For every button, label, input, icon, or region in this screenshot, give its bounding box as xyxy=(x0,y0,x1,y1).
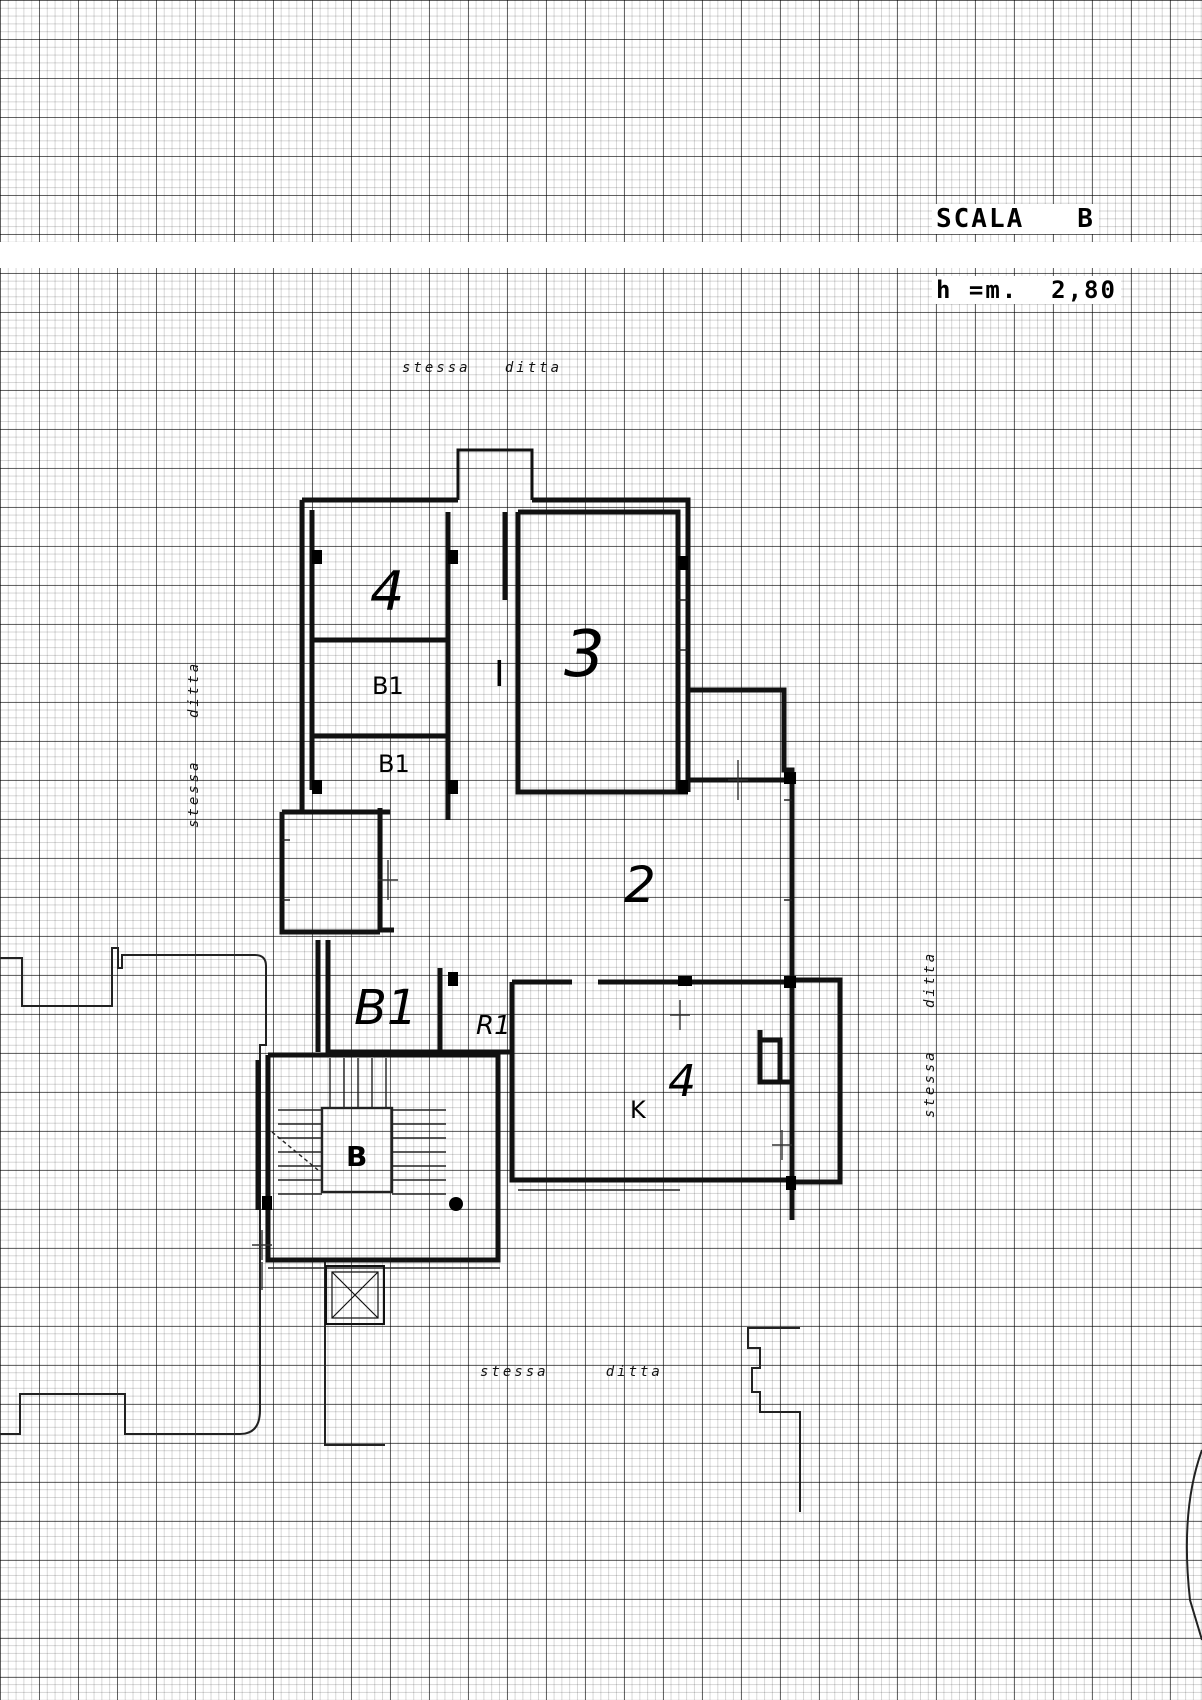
hall-label: I xyxy=(494,654,505,695)
elevator xyxy=(325,1265,385,1325)
room-labels: 4 3 I B1 B1 2 B1 R1 K 4 B xyxy=(346,560,696,1173)
staircase xyxy=(271,1058,446,1195)
kitchen-number: 4 xyxy=(668,1056,696,1107)
neighbor-label-bottom: stessa ditta xyxy=(480,1364,663,1380)
room-label-4: 4 xyxy=(370,560,404,623)
balcony-top xyxy=(456,448,534,500)
bath-label-2: B1 xyxy=(378,750,410,778)
bath-label-1: B1 xyxy=(372,672,404,700)
door-markers xyxy=(252,760,792,1290)
columns xyxy=(262,550,796,1211)
site-outline xyxy=(0,947,1202,1641)
neighbor-label-top: stessa ditta xyxy=(402,360,563,376)
walls xyxy=(255,497,843,1263)
room-label-2: 2 xyxy=(624,856,656,914)
ceiling-height-label: h =m. 2,80 xyxy=(932,276,1121,304)
room-label-3: 3 xyxy=(564,618,605,692)
kitchen-letter: K xyxy=(630,1096,647,1124)
stair-letter: B xyxy=(346,1140,367,1173)
closet-label: B1 xyxy=(354,980,417,1036)
small-room-label: R1 xyxy=(476,1011,511,1041)
scan-band xyxy=(0,242,1202,268)
stair-label: SCALA B xyxy=(932,204,1099,234)
